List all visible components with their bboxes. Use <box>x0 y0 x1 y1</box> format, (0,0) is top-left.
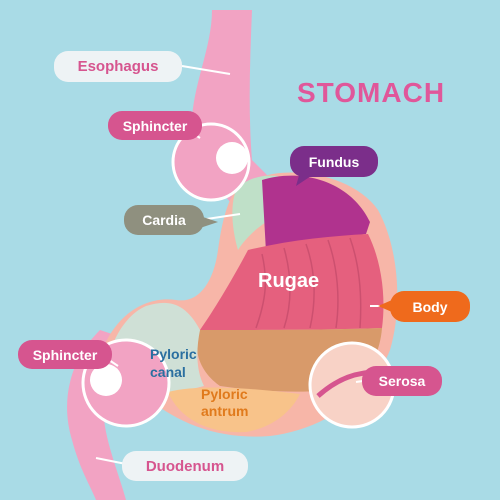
body-callout-tail <box>378 300 392 312</box>
rugae-text: Rugae <box>258 270 320 292</box>
label-duodenum: Duodenum <box>122 451 248 481</box>
rugae-folds <box>255 237 362 329</box>
label-cardia: Cardia <box>124 205 204 235</box>
pyloric-canal-text: Pyloric canal <box>150 345 220 381</box>
label-sphincter-top: Sphincter <box>108 111 202 140</box>
label-fundus: Fundus <box>290 146 378 177</box>
diagram-title: STOMACH <box>297 77 446 108</box>
pyloric-canal-line-1: Pyloric <box>150 346 197 362</box>
zoom-circle-highlight <box>90 364 122 396</box>
label-esophagus: Esophagus <box>54 51 182 82</box>
cardia-callout-tail <box>200 216 218 228</box>
pyloric-antrum-line-1: Pyloric <box>201 386 248 402</box>
label-body: Body <box>390 291 470 322</box>
pyloric-antrum-text: Pyloric antrum <box>201 386 281 420</box>
label-sphincter-left: Sphincter <box>18 340 112 369</box>
pyloric-canal-line-2: canal <box>150 364 186 380</box>
zoom-circle-highlight <box>216 142 248 174</box>
label-serosa: Serosa <box>362 366 442 396</box>
fundus-region <box>262 175 370 252</box>
pyloric-antrum-region <box>168 387 300 433</box>
pyloric-antrum-line-2: antrum <box>201 403 249 419</box>
